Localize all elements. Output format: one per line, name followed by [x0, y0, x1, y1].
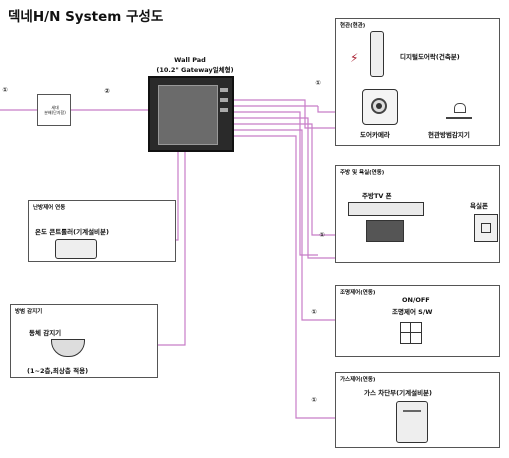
- lighting-title: 조명제어(연동): [340, 290, 376, 296]
- connector-label: ①: [311, 308, 317, 316]
- temp-controller-icon: [55, 239, 97, 259]
- lightning-icon: ⚡: [350, 51, 359, 65]
- connector-label: ①: [2, 86, 8, 94]
- heating-title: 난방제어 연동: [33, 205, 66, 211]
- wallpad-name: Wall Pad: [174, 56, 206, 64]
- connector-label: ②: [104, 87, 110, 95]
- kitchen-tv-bar-icon: [348, 202, 424, 216]
- motion-sensor-icon: [51, 339, 85, 357]
- kitchen-box: 주방 및 욕실(연동) 주방TV 폰 욕실폰: [335, 165, 500, 263]
- connector-label: ①: [319, 231, 325, 239]
- connector-label: ①: [315, 79, 321, 87]
- distribution-label: 세대 분배(단자함): [44, 105, 66, 115]
- gas-title: 가스제어(연동): [340, 377, 376, 383]
- temp-controller-label: 온도 콘트롤러(기계설비분): [35, 228, 109, 236]
- heating-box: 난방제어 연동 온도 콘트롤러(기계설비분): [28, 200, 176, 262]
- distribution-box: 세대 분배(단자함): [37, 94, 71, 126]
- bathroom-phone-icon: [474, 214, 498, 242]
- page-title: 덱네H/N System 구성도: [8, 9, 164, 25]
- entrance-title: 현관(현관): [340, 23, 366, 29]
- wallpad-screen: [158, 85, 218, 145]
- door-camera-icon: [362, 89, 398, 125]
- sensor-title: 방범 감지기: [15, 309, 43, 315]
- gas-box: 가스제어(연동) 가스 차단부(기계설비분): [335, 372, 500, 448]
- lighting-onoff-label: ON/OFF: [402, 296, 430, 304]
- door-camera-label: 도어카메라: [360, 131, 390, 139]
- bathroom-phone-label: 욕실폰: [470, 202, 488, 210]
- lighting-box: 조명제어(연동) ON/OFF 조명제어 S/W: [335, 285, 500, 357]
- connector-label: ①: [311, 396, 317, 404]
- wallpad-device: [148, 76, 234, 152]
- wallpad-spec: (10.2" Gateway일체형): [156, 66, 234, 74]
- entrance-sensor-label: 현관방범감지기: [428, 131, 470, 139]
- door-lock-icon: [370, 31, 384, 77]
- door-lock-label: 디지털도어락(건축분): [400, 53, 460, 61]
- entrance-sensor-icon: [446, 103, 472, 119]
- sensor-box: 방범 감지기 동체 감지기 (1~2층,최상층 적용): [10, 304, 158, 378]
- lighting-switch-label: 조명제어 S/W: [392, 308, 433, 316]
- sensor-note: (1~2층,최상층 적용): [27, 367, 89, 375]
- light-switch-icon: [400, 322, 422, 344]
- gas-valve-icon: [396, 401, 428, 443]
- kitchen-tv-label: 주방TV 폰: [362, 192, 392, 200]
- motion-sensor-label: 동체 감지기: [29, 329, 62, 337]
- entrance-box: 현관(현관) ⚡ 디지털도어락(건축분) 도어카메라 현관방범감지기: [335, 18, 500, 146]
- kitchen-tv-icon: [366, 220, 404, 242]
- kitchen-title: 주방 및 욕실(연동): [340, 170, 385, 176]
- gas-valve-label: 가스 차단부(기계설비분): [364, 389, 433, 397]
